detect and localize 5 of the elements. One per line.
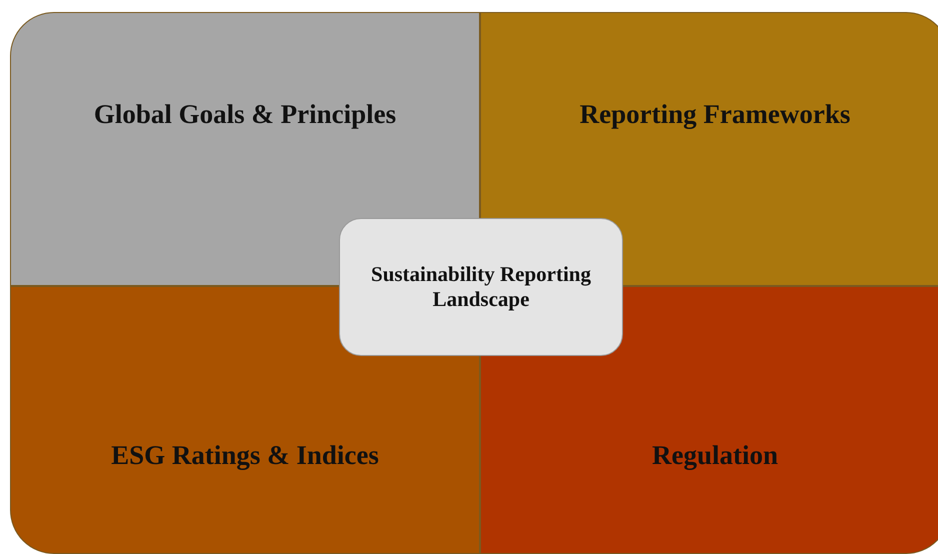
quadrant-title: Global Goals & Principles [94,99,396,130]
quadrant-title: Reporting Frameworks [580,99,850,130]
quadrant-title: Regulation [652,440,778,471]
center-box: Sustainability Reporting Landscape [339,218,623,356]
quadrant-title: ESG Ratings & Indices [111,440,379,471]
